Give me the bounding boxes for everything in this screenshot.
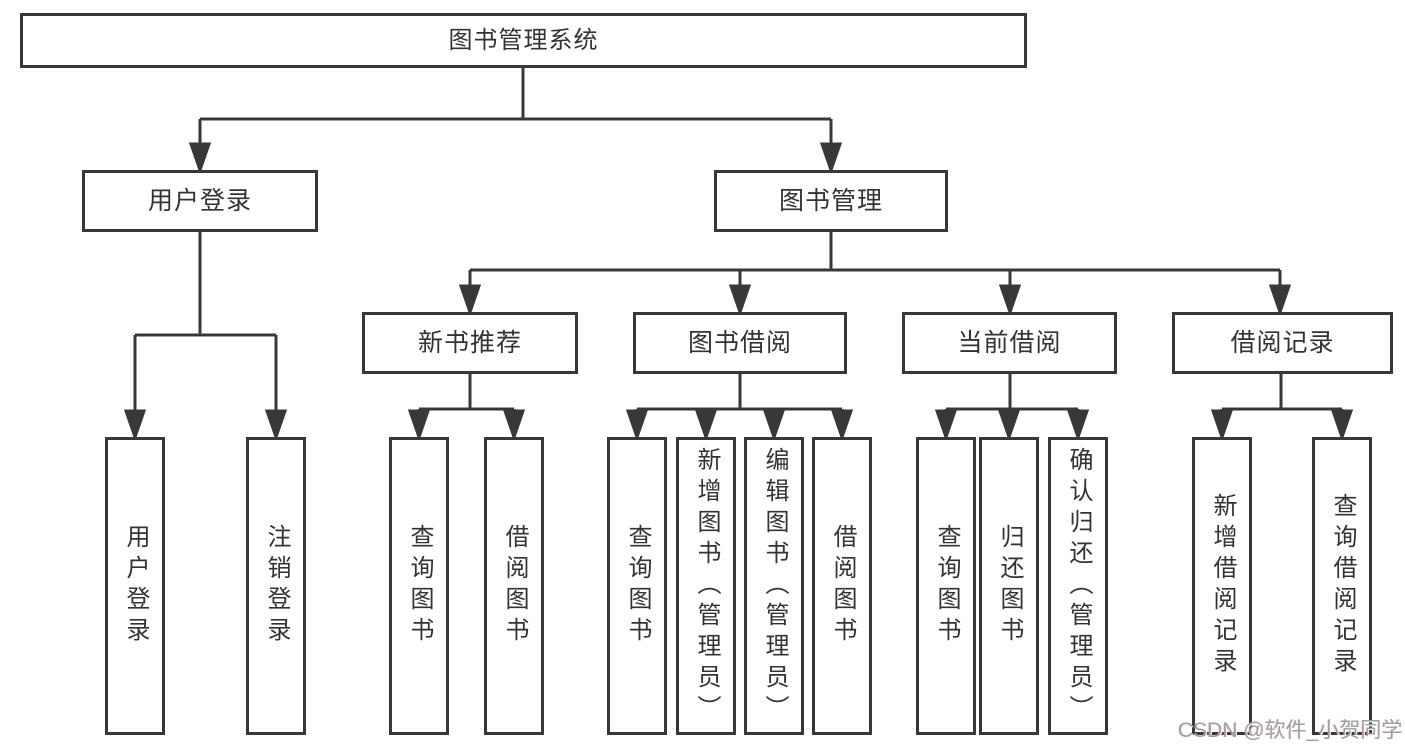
leaf-label: 编辑图书（管理员） [761,446,788,726]
csdn-watermark: CSDN @软件_小贺同学 [1178,719,1403,742]
node-library-management-system: 图书管理系统 [20,13,1027,68]
leaf-confirm-return-admin: 确认归还（管理员） [1048,437,1108,735]
leaf-label: 归还图书 [996,524,1023,648]
leaf-edit-book-admin: 编辑图书（管理员） [744,437,804,735]
node-current-borrowing: 当前借阅 [902,312,1117,374]
leaf-label: 借阅图书 [829,524,856,648]
leaf-borrow-books-recommend: 借阅图书 [484,437,544,735]
leaf-label: 新增借阅记录 [1209,493,1236,679]
leaf-label: 借阅图书 [501,524,528,648]
node-book-borrowing: 图书借阅 [633,312,847,374]
leaf-query-books-current: 查询图书 [916,437,976,735]
node-label: 图书管理系统 [448,26,599,54]
leaf-query-books-recommend: 查询图书 [389,437,449,735]
leaf-query-books-borrow: 查询图书 [607,437,667,735]
node-label: 用户登录 [147,186,252,215]
node-new-book-recommendation: 新书推荐 [362,312,578,374]
leaf-label: 查询图书 [406,524,433,648]
node-label: 图书管理 [778,186,883,215]
node-label: 借阅记录 [1230,328,1335,357]
leaf-label: 注销登录 [263,524,290,648]
leaf-label: 查询借阅记录 [1329,493,1356,679]
leaf-label: 确认归还（管理员） [1065,446,1092,726]
leaf-add-borrow-record: 新增借阅记录 [1192,437,1252,735]
leaf-add-book-admin: 新增图书（管理员） [676,437,736,735]
leaf-label: 查询图书 [624,524,651,648]
node-user-login: 用户登录 [82,170,318,232]
leaf-label: 新增图书（管理员） [693,446,720,726]
leaf-label: 用户登录 [122,524,149,648]
leaf-query-borrow-record: 查询借阅记录 [1312,437,1372,735]
node-label: 新书推荐 [417,328,522,357]
node-label: 图书借阅 [687,328,792,357]
node-label: 当前借阅 [957,328,1062,357]
leaf-logout: 注销登录 [246,437,306,735]
leaf-label: 查询图书 [933,524,960,648]
node-book-management: 图书管理 [714,170,948,232]
leaf-return-books: 归还图书 [979,437,1039,735]
leaf-user-login: 用户登录 [105,437,165,735]
node-borrowing-records: 借阅记录 [1172,312,1393,374]
leaf-borrow-books: 借阅图书 [812,437,872,735]
